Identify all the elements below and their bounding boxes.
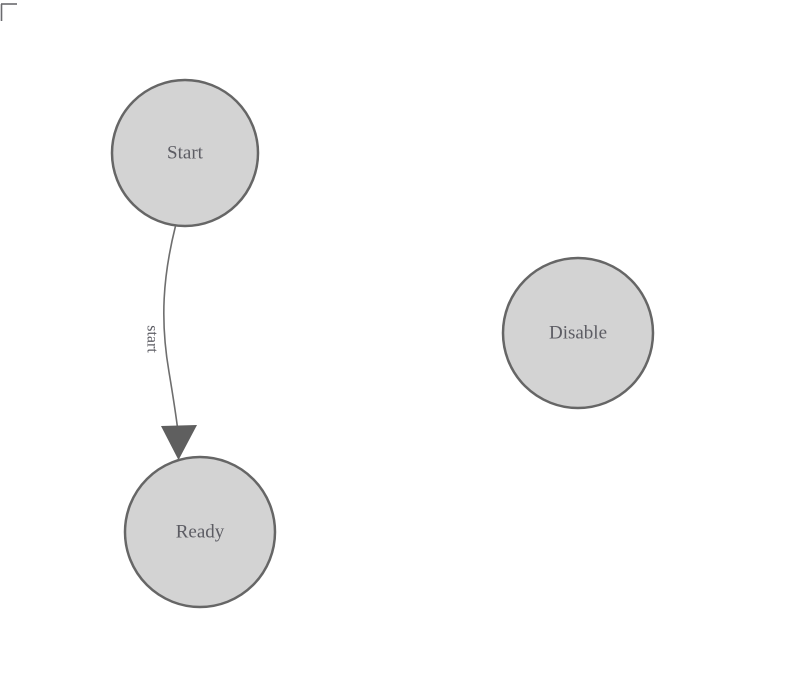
node-ready-label: Ready (176, 521, 225, 542)
nodes-layer: Start Ready Disable (110, 78, 655, 609)
edges-layer: start (143, 225, 197, 460)
node-ready-circle[interactable] (123, 455, 277, 609)
canvas-corner-marker (0, 3, 17, 21)
edge-arrowhead-start-to-ready (161, 425, 197, 460)
node-disable-circle[interactable] (501, 256, 655, 410)
edge-path-start-to-ready[interactable] (162, 225, 180, 437)
node-start-circle[interactable] (110, 78, 260, 228)
node-start-label: Start (167, 142, 204, 163)
edge-label-start: start (143, 325, 160, 353)
node-disable-label: Disable (549, 322, 607, 343)
node-start[interactable]: Start (110, 78, 260, 228)
edge-start-to-ready[interactable]: start (143, 225, 197, 460)
node-disable[interactable]: Disable (501, 256, 655, 410)
node-ready[interactable]: Ready (123, 455, 277, 609)
